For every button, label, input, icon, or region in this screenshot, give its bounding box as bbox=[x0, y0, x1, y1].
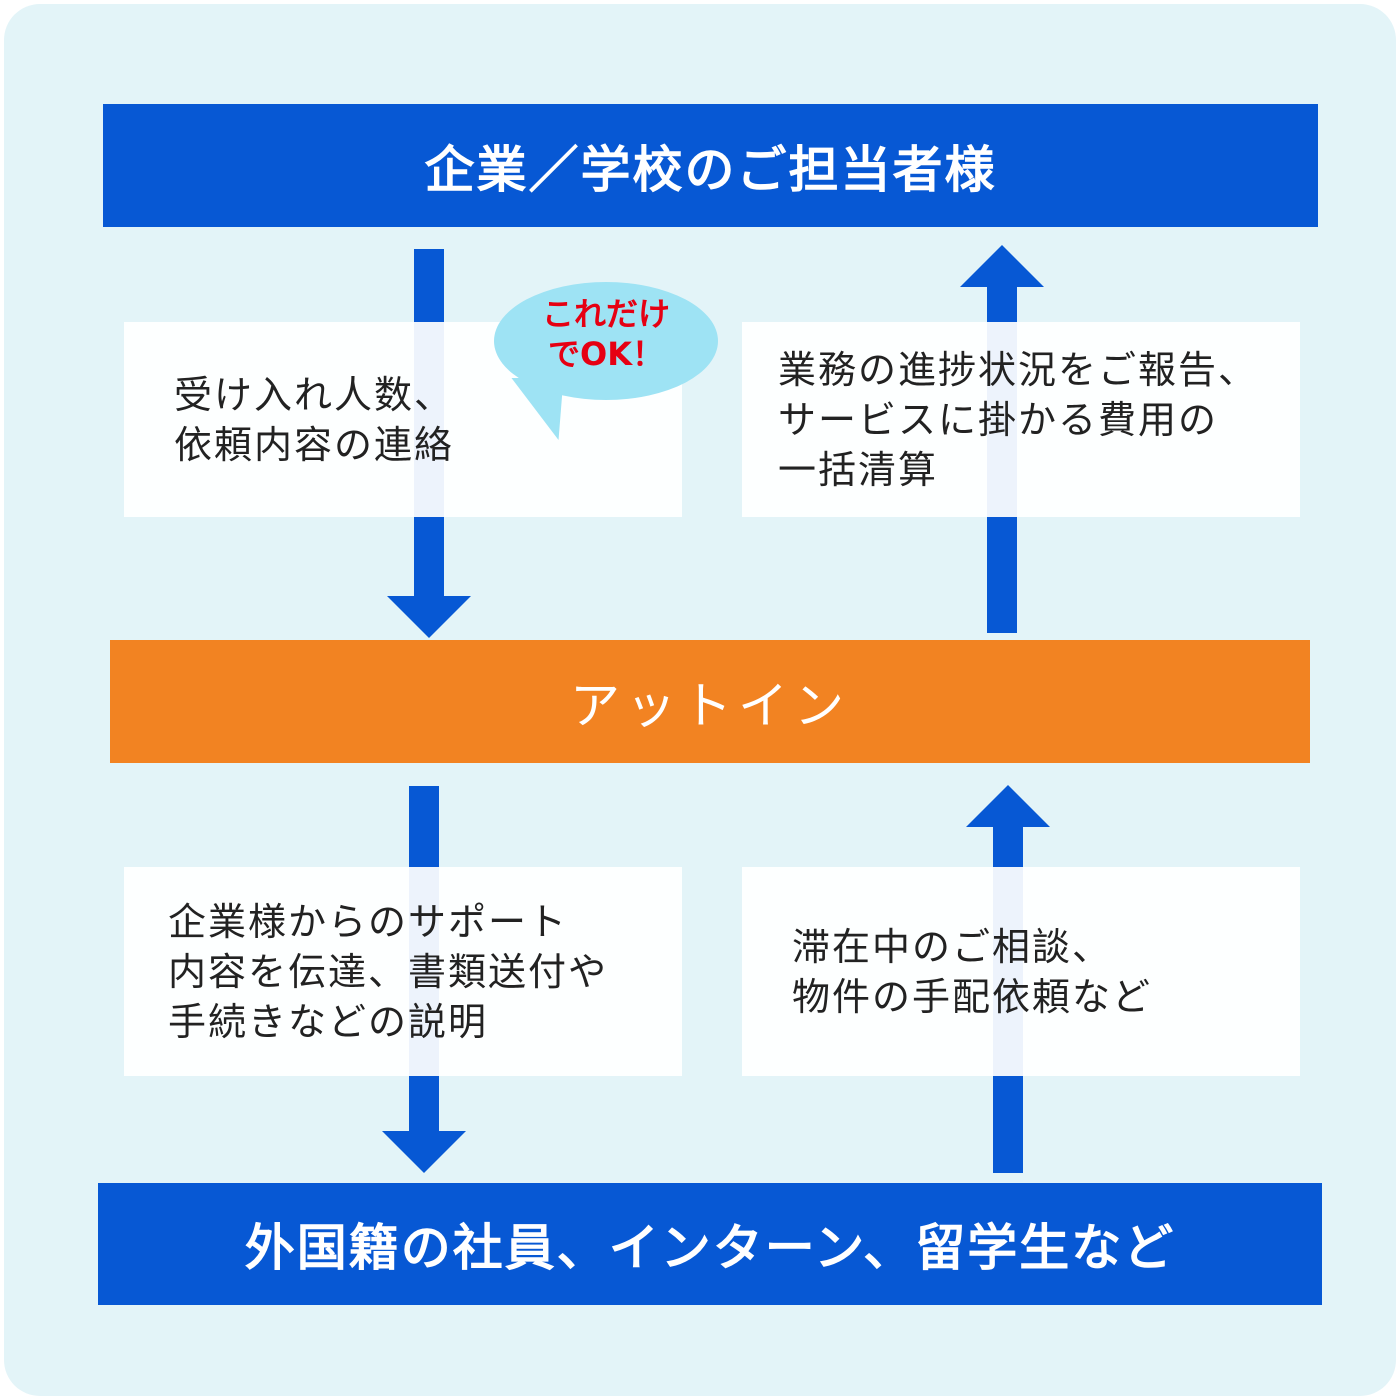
request-line-1: 受け入れ人数、 bbox=[174, 372, 455, 417]
company-school-bar: 企業／学校のご担当者様 bbox=[103, 104, 1318, 227]
foreign-staff-label: 外国籍の社員、インターン、留学生など bbox=[244, 1219, 1176, 1277]
foreign-staff-bar: 外国籍の社員、インターン、留学生など bbox=[98, 1183, 1322, 1305]
consultation-box: 滞在中のご相談、 物件の手配依頼など bbox=[742, 867, 1300, 1076]
support-box: 企業様からのサポート 内容を伝達、書類送付や 手続きなどの説明 bbox=[124, 867, 682, 1076]
consultation-text: 滞在中のご相談、 物件の手配依頼など bbox=[792, 922, 1152, 1022]
support-text: 企業様からのサポート 内容を伝達、書類送付や 手続きなどの説明 bbox=[168, 897, 608, 1047]
support-line-1: 企業様からのサポート bbox=[168, 899, 569, 944]
callout-line-2: でOK！ bbox=[547, 335, 664, 373]
report-box: 業務の進捗状況をご報告、 サービスに掛かる費用の 一括清算 bbox=[742, 322, 1300, 517]
report-line-3: 一括清算 bbox=[778, 447, 939, 492]
callout-text: これだけ でOK！ bbox=[494, 294, 718, 374]
arrow-down-head-upper-left bbox=[387, 596, 471, 638]
arrow-up-head-lower-right bbox=[966, 785, 1050, 827]
support-line-2: 内容を伝達、書類送付や bbox=[168, 949, 609, 994]
callout-line-1: これだけ bbox=[541, 295, 670, 333]
attin-label: アットイン bbox=[570, 676, 850, 735]
arrow-down-head-lower-left bbox=[382, 1131, 466, 1173]
report-line-1: 業務の進捗状況をご報告、 bbox=[778, 347, 1259, 392]
callout-bubble bbox=[494, 282, 718, 400]
report-line-2: サービスに掛かる費用の bbox=[778, 397, 1219, 442]
report-text: 業務の進捗状況をご報告、 サービスに掛かる費用の 一括清算 bbox=[778, 345, 1258, 495]
company-school-label: 企業／学校のご担当者様 bbox=[424, 140, 997, 199]
request-line-2: 依頼内容の連絡 bbox=[174, 422, 455, 467]
consultation-line-1: 滞在中のご相談、 bbox=[792, 924, 1113, 969]
consultation-line-2: 物件の手配依頼など bbox=[792, 974, 1153, 1019]
request-text: 受け入れ人数、 依頼内容の連絡 bbox=[174, 370, 454, 470]
arrow-up-head-upper-right bbox=[960, 245, 1044, 287]
attin-bar: アットイン bbox=[110, 640, 1310, 763]
support-line-3: 手続きなどの説明 bbox=[168, 999, 489, 1044]
